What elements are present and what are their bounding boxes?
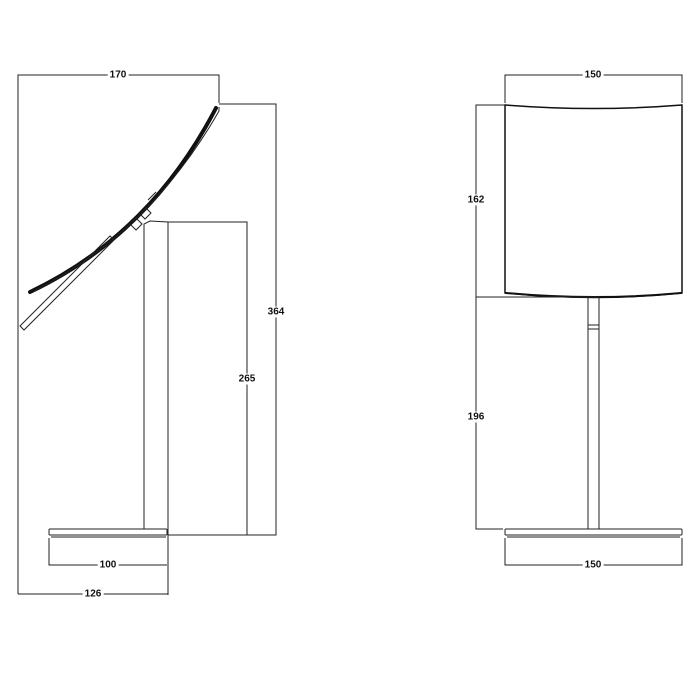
dim-196-line (475, 297, 503, 530)
dim-364-line (168, 103, 277, 536)
dim-label-126: 126 (82, 588, 104, 600)
base-front (504, 528, 683, 536)
dim-label-162: 162 (465, 194, 487, 206)
dim-label-364: 364 (265, 306, 287, 318)
monitor-bracket (19, 235, 115, 331)
dim-100-line (48, 538, 167, 566)
hinge (129, 191, 157, 231)
monitor-back-shell (33, 107, 220, 292)
dim-label-100: 100 (97, 559, 119, 571)
monitor-screen-side (28, 106, 218, 294)
dim-265-line (168, 221, 248, 535)
pole-front (587, 296, 600, 530)
base-side (48, 528, 168, 536)
dim-label-196: 196 (465, 411, 487, 423)
dim-label-150-bottom: 150 (582, 559, 604, 571)
pole-joint (588, 324, 599, 330)
dim-label-265: 265 (236, 373, 258, 385)
monitor-screen-front (504, 104, 683, 299)
pole-side (143, 220, 169, 595)
dim-label-150-top: 150 (582, 69, 604, 81)
dim-label-170: 170 (107, 69, 129, 81)
side-view (17, 74, 277, 595)
front-view (475, 74, 683, 566)
